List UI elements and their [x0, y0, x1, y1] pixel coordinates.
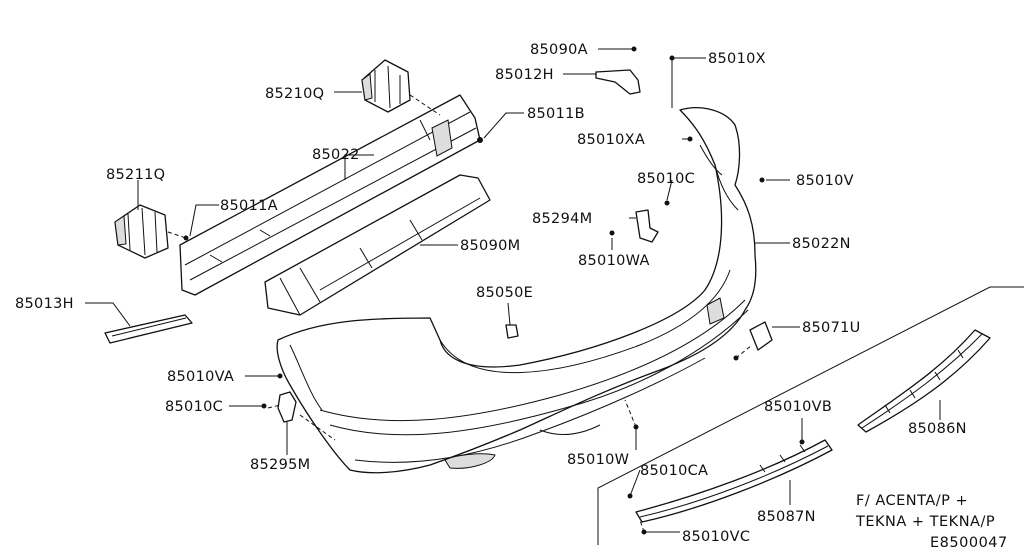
label-85086N: 85086N: [908, 421, 967, 437]
variant-separator: [597, 286, 1024, 545]
label-85211Q: 85211Q: [106, 167, 165, 183]
variant-note-line1: F/ ACENTA/P +: [856, 493, 968, 509]
bumper-fascia: [276, 107, 757, 474]
label-85010VC: 85010VC: [682, 529, 750, 545]
label-85022N: 85022N: [792, 236, 851, 252]
label-85013H: 85013H: [15, 296, 74, 312]
label-85010VB: 85010VB: [764, 399, 832, 415]
label-85022: 85022: [312, 147, 360, 163]
label-85012H: 85012H: [495, 67, 554, 83]
figure-code: E8500047: [930, 535, 1008, 551]
energy-absorber: [264, 174, 491, 316]
label-85010W: 85010W: [567, 452, 629, 468]
label-85210Q: 85210Q: [265, 86, 324, 102]
label-85090M: 85090M: [460, 238, 520, 254]
bracket-85210Q: [361, 59, 411, 113]
clip-85050E: [505, 324, 519, 339]
cover-85071U: [749, 321, 773, 351]
label-85295M: 85295M: [250, 457, 310, 473]
label-85090A: 85090A: [530, 42, 588, 58]
label-85011A: 85011A: [220, 198, 278, 214]
label-85011B: 85011B: [527, 106, 585, 122]
label-85010C-top: 85010C: [637, 171, 695, 187]
bracket-85211Q: [114, 204, 169, 259]
part-labels: 85090A 85010X 85012H 85210Q 85011B 85010…: [15, 42, 967, 545]
bracket-85294M: [635, 209, 659, 243]
label-85010VA: 85010VA: [167, 369, 234, 385]
reflector-85013H: [104, 314, 193, 344]
label-85010X: 85010X: [708, 51, 766, 67]
label-85010C-left: 85010C: [165, 399, 223, 415]
label-85294M: 85294M: [532, 211, 592, 227]
label-85010CA: 85010CA: [640, 463, 708, 479]
bumper-reinforcement: [179, 94, 481, 296]
leader-lines: [85, 48, 941, 533]
variant-note-line2: TEKNA + TEKNA/P: [855, 514, 995, 530]
reflector-85012H: [595, 69, 641, 95]
label-85010XA: 85010XA: [577, 132, 645, 148]
bracket-85295M: [277, 391, 297, 423]
diffuser-85087N: [635, 439, 833, 523]
label-85087N: 85087N: [757, 509, 816, 525]
label-85071U: 85071U: [802, 320, 861, 336]
variant-note: F/ ACENTA/P + TEKNA + TEKNA/P: [855, 493, 995, 530]
label-85010WA: 85010WA: [578, 253, 650, 269]
garnish-85086N: [857, 329, 991, 433]
label-85010V: 85010V: [796, 173, 854, 189]
label-85050E: 85050E: [476, 285, 533, 301]
